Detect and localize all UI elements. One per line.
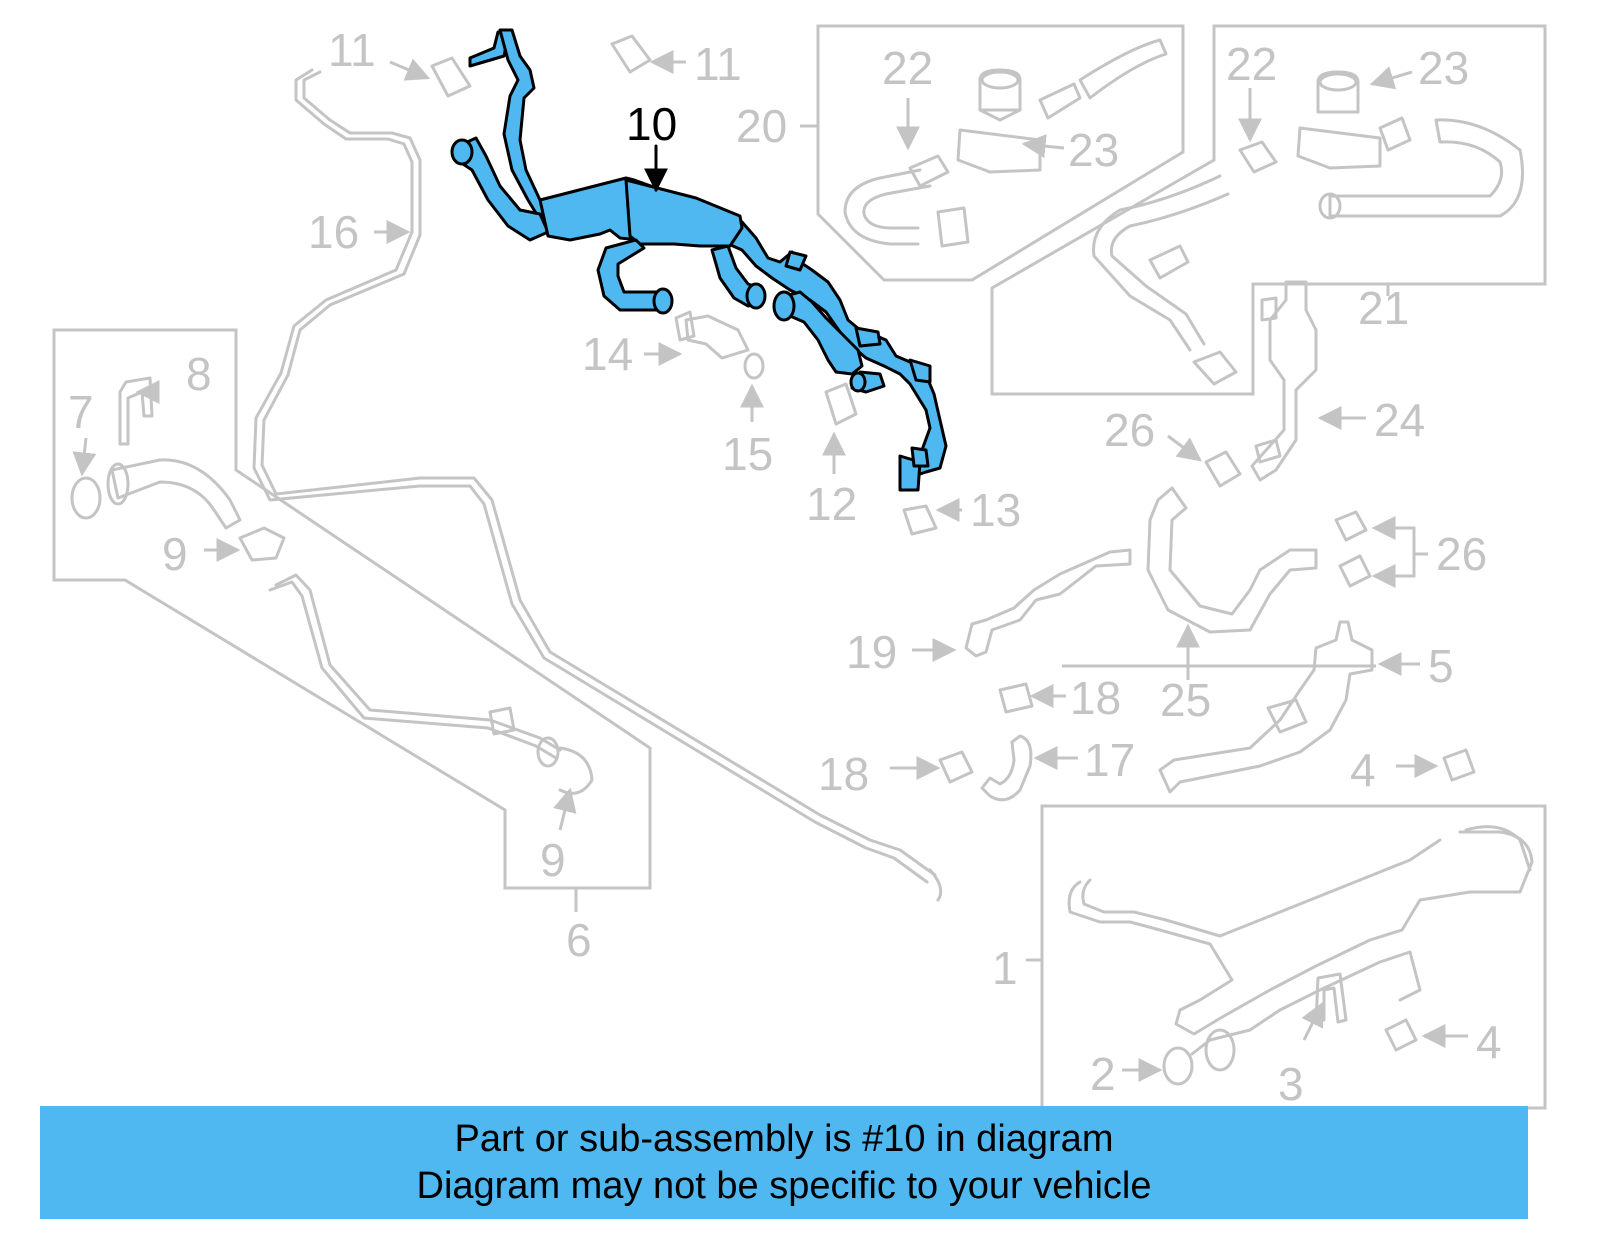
callout-1: 1 (992, 942, 1018, 994)
callout-26: 26 (1104, 404, 1155, 456)
info-banner: Part or sub-assembly is #10 in diagram D… (40, 1106, 1528, 1219)
callout-23: 23 (1418, 42, 1469, 94)
callout-14: 14 (582, 328, 633, 380)
callout-13: 13 (970, 484, 1021, 536)
callout-23: 23 (1068, 124, 1119, 176)
part-10-highlight[interactable] (450, 28, 948, 492)
group-box-20 (816, 24, 1185, 282)
callout-20: 20 (736, 100, 787, 152)
callout-22: 22 (1226, 38, 1277, 90)
callout-21: 21 (1358, 282, 1409, 334)
callout-2: 2 (1090, 1048, 1116, 1100)
callout-11: 11 (694, 38, 742, 90)
callout-7: 7 (68, 386, 94, 438)
callout-4: 4 (1476, 1016, 1502, 1068)
callout-3: 3 (1278, 1058, 1304, 1110)
callout-9: 9 (540, 834, 566, 886)
callout-10[interactable]: 10 (626, 98, 677, 150)
callout-22: 22 (882, 42, 933, 94)
callout-5: 5 (1428, 640, 1454, 692)
callout-19: 19 (846, 626, 897, 678)
callout-18: 18 (818, 748, 869, 800)
callout-4: 4 (1350, 744, 1376, 796)
group-6-parts (70, 376, 594, 795)
callout-11: 11 (328, 24, 376, 76)
leader-arrows (72, 50, 1468, 1082)
tube-16 (252, 68, 943, 902)
callout-12: 12 (806, 478, 857, 530)
right-middle-parts (938, 280, 1476, 802)
group-box-21 (990, 24, 1547, 396)
callout-18: 18 (1070, 672, 1121, 724)
small-muted-parts (430, 34, 938, 536)
banner-line-part: Part or sub-assembly is #10 in diagram (454, 1117, 1114, 1160)
callout-labels: 11 11 10 20 22 23 22 23 21 16 8 7 9 9 6 … (68, 24, 1502, 1110)
callout-16: 16 (308, 206, 359, 258)
callout-9: 9 (162, 528, 188, 580)
banner-line-disclaimer: Diagram may not be specific to your vehi… (416, 1164, 1152, 1207)
callout-26: 26 (1436, 528, 1487, 580)
group-20-parts (843, 38, 1168, 248)
callout-8: 8 (186, 348, 212, 400)
group-box-1 (1040, 804, 1547, 1110)
callout-24: 24 (1374, 394, 1425, 446)
callout-15: 15 (722, 428, 773, 480)
group-1-parts (1067, 825, 1534, 1086)
callout-17: 17 (1084, 734, 1135, 786)
callout-25: 25 (1160, 674, 1211, 726)
group-21-parts (1092, 70, 1524, 386)
callout-6: 6 (566, 914, 592, 966)
